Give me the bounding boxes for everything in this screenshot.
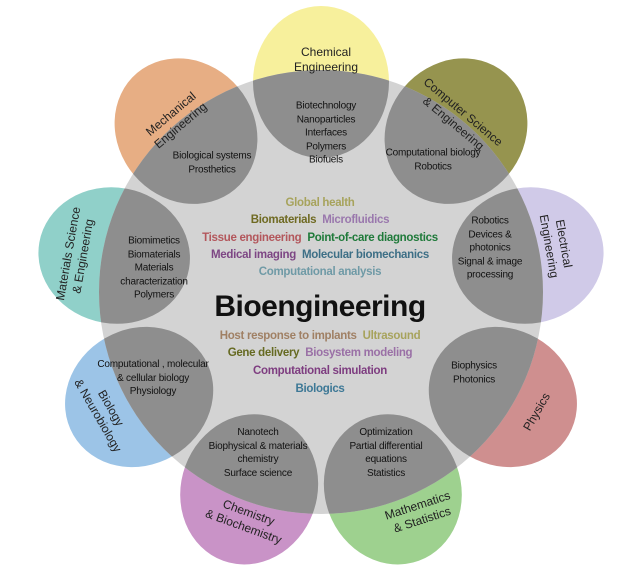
topic: Signal & image — [457, 255, 523, 267]
topic: Polymers — [133, 289, 175, 301]
topic: Polymers — [305, 140, 347, 152]
keyword: Biomaterials — [250, 214, 317, 226]
topic: Biophysics — [451, 360, 497, 372]
topic: Biotechnology — [295, 100, 357, 112]
keyword: Biologics — [295, 383, 345, 395]
keyword-row: Gene delivery Biosystem modeling — [0, 347, 640, 359]
keyword: Host response to implants — [219, 330, 357, 342]
keyword-row: Medical imaging Molecular biomechanics — [0, 249, 640, 261]
keyword-row: Computational analysis — [0, 266, 640, 278]
discipline-label-line: Engineering — [293, 60, 359, 74]
petal-overlap — [452, 187, 543, 324]
topic: Computational biology — [385, 147, 481, 159]
topic: processing — [466, 269, 514, 281]
petal-overlap — [99, 187, 190, 324]
topic: Biomimetics — [128, 235, 180, 247]
keyword: Gene delivery — [227, 347, 300, 359]
keyword: Global health — [285, 197, 355, 209]
keyword-row: Biomaterials Microfluidics — [0, 214, 640, 226]
topic: Optimization — [359, 427, 413, 438]
topic: Biomaterials — [127, 248, 181, 260]
topic: chemistry — [237, 454, 279, 465]
topic: Biophysical & materials — [208, 440, 308, 452]
topic: photonics — [469, 242, 511, 254]
topic: & cellular biology — [116, 372, 189, 384]
topic: equations — [365, 454, 407, 465]
petal-overlap — [323, 414, 462, 514]
discipline-label-line: Chemical — [300, 45, 351, 59]
topic: Nanotech — [237, 427, 279, 438]
petal-overlap — [180, 414, 319, 514]
keyword-row: Computational simulation — [0, 365, 640, 377]
topic: Interfaces — [305, 127, 347, 139]
keyword: Computational analysis — [258, 266, 382, 278]
petal-overlap — [253, 70, 389, 158]
overlap-topics: Computational , molecular & cellular biol… — [97, 358, 208, 399]
keyword: Ultrasound — [362, 330, 421, 342]
topic: Photonics — [452, 374, 496, 385]
keyword: Microfluidics — [322, 214, 390, 226]
topic: Devices & — [468, 228, 512, 240]
keyword: Point-of-care diagnostics — [307, 232, 438, 244]
keyword-row: Tissue engineering Point-of-care diagnost… — [0, 232, 640, 244]
topic: Robotics — [414, 161, 452, 172]
topic: Biofuels — [309, 154, 343, 166]
keyword: Biosystem modeling — [305, 347, 413, 359]
topic: Biological systems — [172, 150, 252, 162]
keyword: Medical imaging — [211, 249, 296, 261]
diagram-title: Bioengineering — [214, 290, 426, 323]
topic: Partial differential — [349, 440, 423, 452]
keyword: Computational simulation — [253, 365, 387, 377]
keyword-row: Biologics — [0, 383, 640, 395]
keyword-row: Host response to implants Ultrasound — [0, 330, 640, 342]
topic: Materials — [134, 262, 174, 274]
topic: Prosthetics — [188, 164, 236, 175]
topic: Statistics — [366, 467, 405, 479]
keyword: Molecular biomechanics — [301, 249, 429, 261]
topic: Surface science — [223, 467, 293, 479]
topic: Computational , molecular — [97, 358, 209, 370]
topic: Robotics — [471, 215, 509, 227]
keyword: Tissue engineering — [202, 232, 302, 244]
topic: characterization — [120, 275, 188, 287]
topic: Physiology — [129, 385, 177, 397]
topic: Nanoparticles — [296, 113, 356, 125]
keyword-row: Global health — [0, 197, 640, 209]
